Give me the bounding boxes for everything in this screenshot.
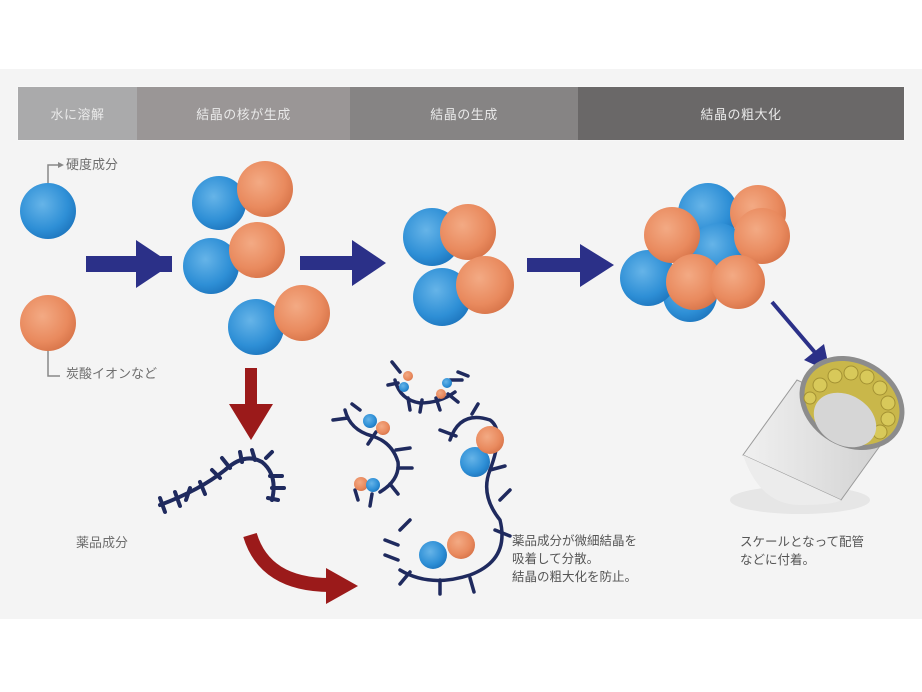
hardness-leader-line	[47, 164, 60, 190]
dispersion-note: 薬品成分が微細結晶を 吸着して分散。 結晶の粗大化を防止。	[512, 532, 637, 586]
hardness-ion	[20, 183, 76, 239]
carbonate-ions-label: 炭酸イオンなど	[66, 367, 158, 382]
carbonate-leader-line	[47, 340, 60, 377]
inhibitor-arrow-down	[229, 368, 273, 440]
dispersed-crystals	[331, 360, 512, 596]
polymer-chain	[158, 448, 286, 514]
stage-crystal-formation: 結晶の生成	[350, 87, 578, 140]
diagram-background	[0, 69, 922, 619]
chemical-component-label: 薬品成分	[76, 536, 129, 551]
stage-nucleation: 結晶の核が生成	[137, 87, 350, 140]
carbonate-ion	[20, 295, 76, 351]
stage-dissolve: 水に溶解	[18, 87, 137, 140]
process-arrow-1	[86, 240, 172, 288]
stage-header-bar: 水に溶解 結晶の核が生成 結晶の生成 結晶の粗大化	[18, 87, 904, 140]
inhibitor-arrow-curved	[243, 532, 358, 604]
process-arrow-3	[527, 244, 614, 287]
coarse-crystal-cluster	[620, 183, 790, 322]
dispersion-note-line: 結晶の粗大化を防止。	[512, 569, 638, 585]
nucleation-clusters	[183, 161, 330, 355]
leader-arrowhead-icon	[58, 162, 64, 168]
pipe-with-scale	[730, 356, 905, 514]
dispersion-note-line: 吸着して分散。	[512, 551, 600, 567]
scale-note-line: スケールとなって配管	[740, 534, 865, 549]
scale-note-line: などに付着。	[740, 552, 816, 568]
dispersion-note-line: 薬品成分が微細結晶を	[512, 533, 638, 548]
crystal-cluster	[403, 204, 514, 326]
hardness-component-label: 硬度成分	[66, 158, 119, 173]
stage-crystal-growth: 結晶の粗大化	[578, 87, 904, 140]
scale-note: スケールとなって配管 などに付着。	[740, 533, 864, 569]
process-arrow-2	[300, 240, 386, 286]
